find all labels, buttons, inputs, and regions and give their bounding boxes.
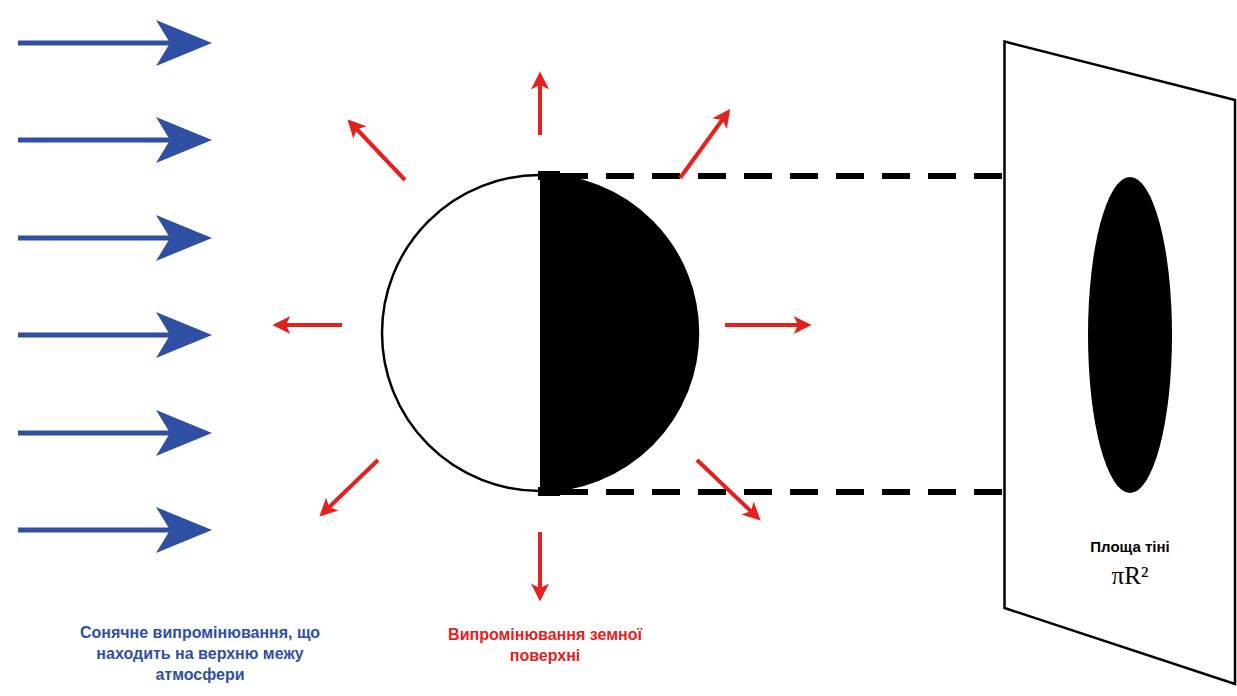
solar-caption: Сонячне випромінювання, що находить на в… [55,622,345,685]
red-arrow [322,460,378,514]
red-arrow [350,122,405,180]
earth-caption: Випромінювання земної поверхні [440,624,650,666]
solar-arrows [18,20,212,553]
shadow-ellipse [1088,177,1172,493]
projection-screen: Площа тіні πR² [1003,40,1237,692]
screen-outline [1003,40,1237,692]
solar-arrow [18,312,212,358]
screen-label: Площа тіні [1090,538,1169,555]
solar-arrow [18,507,212,553]
solar-arrow [18,410,212,456]
red-arrow [725,323,808,327]
red-arrow [538,532,542,598]
earth [382,171,698,496]
area-formula: πR² [1112,562,1149,590]
earth-radiation-arrows [276,75,808,598]
red-arrow [697,460,758,518]
red-arrow [680,112,728,178]
solar-arrow [18,215,212,261]
red-arrow [538,75,542,135]
solar-arrow [18,20,212,66]
solar-arrow [18,117,212,163]
red-arrow [276,323,342,327]
